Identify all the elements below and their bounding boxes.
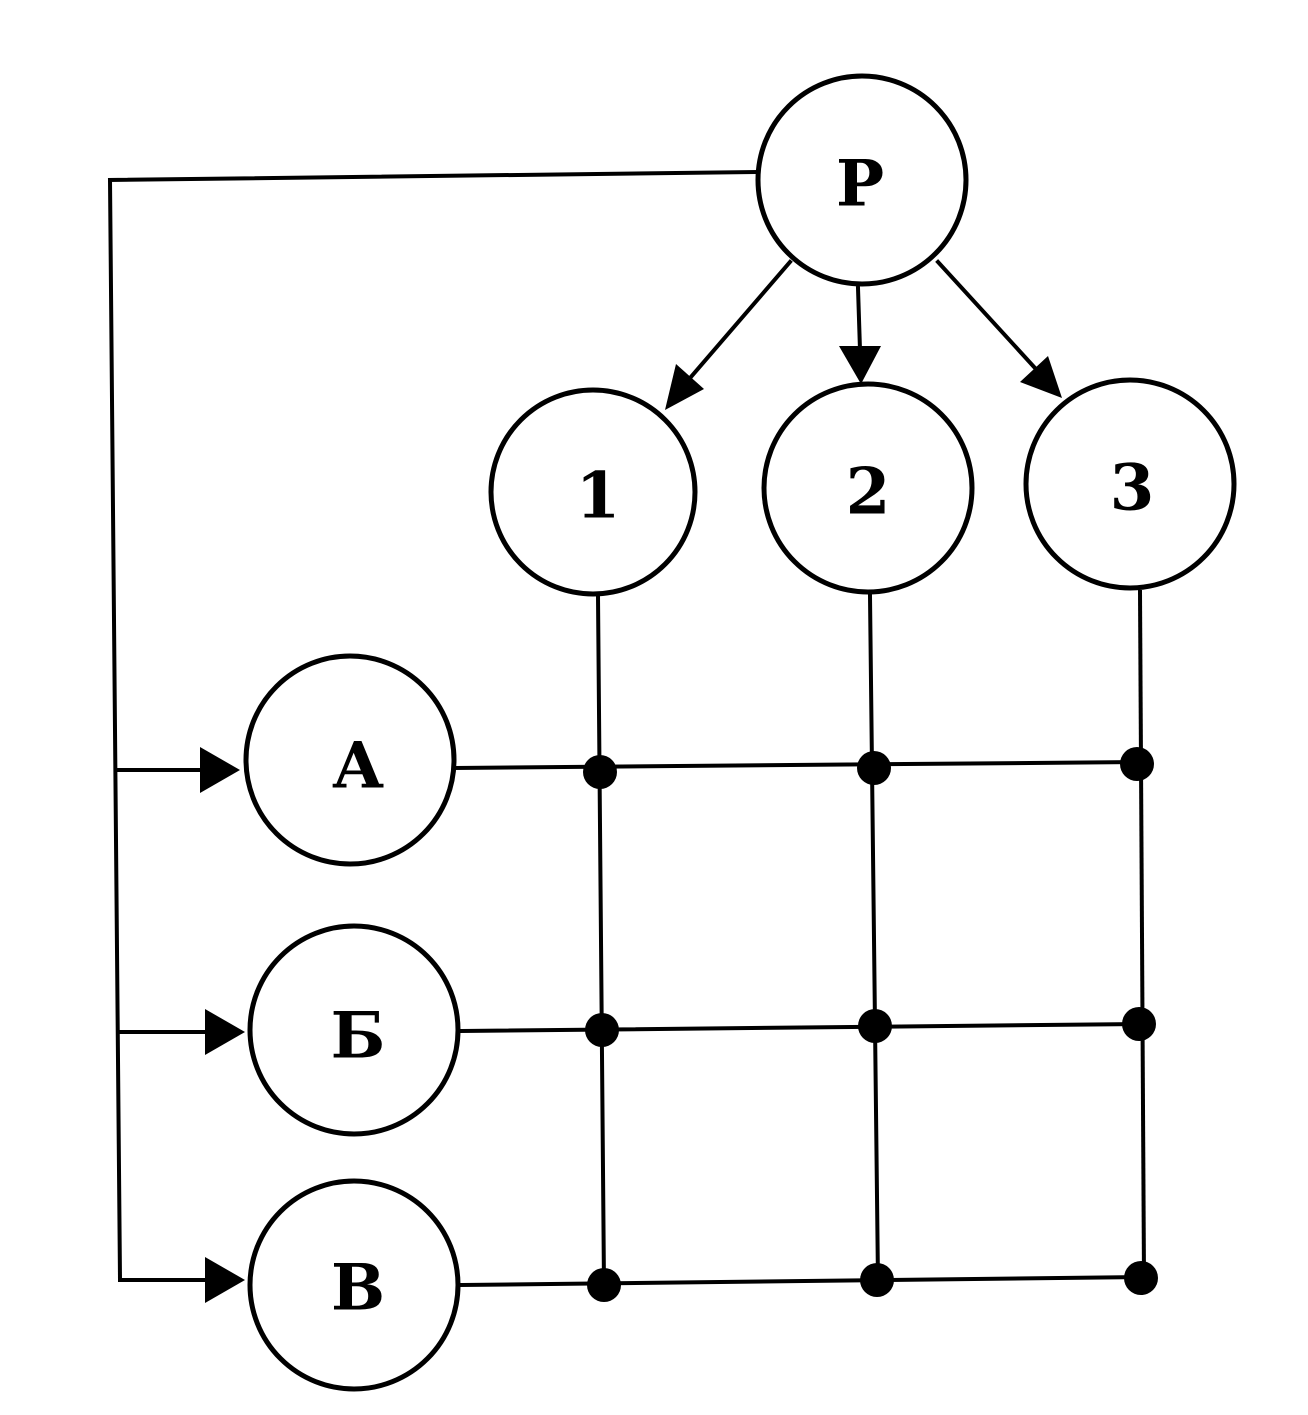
node-a: А [243, 653, 457, 867]
junction-b-3 [1122, 1007, 1156, 1041]
column-line-2 [867, 593, 881, 1285]
arrow-into-3 [1020, 356, 1062, 398]
node-p: Р [755, 73, 969, 287]
node-p-label: Р [836, 147, 884, 222]
column-line-1 [595, 593, 607, 1288]
node-a-circle [243, 653, 457, 867]
node-b-circle [247, 923, 461, 1137]
edge-p-to-1 [687, 259, 793, 381]
arrow-into-v [205, 1257, 245, 1303]
arrow-into-1 [665, 364, 704, 410]
node-1-label: 1 [576, 459, 621, 534]
node-3: 3 [1023, 377, 1237, 591]
junction-v-3 [1124, 1261, 1158, 1295]
junction-v-2 [860, 1263, 894, 1297]
row-line-b [459, 1021, 1143, 1034]
node-2: 2 [761, 381, 975, 595]
junction-v-1 [587, 1268, 621, 1302]
node-b: Б [247, 923, 461, 1137]
row-line-a [452, 759, 1141, 771]
matrix-junctions [583, 747, 1158, 1302]
edge-left-bus-vertical [107, 177, 123, 1283]
p-to-columns-arrows [665, 259, 1062, 410]
node-3-circle [1023, 377, 1237, 591]
left-feedback-bus [107, 169, 759, 1303]
node-v-label: В [331, 1251, 385, 1326]
arrow-into-b [205, 1009, 245, 1055]
junction-a-2 [857, 751, 891, 785]
edge-p-to-3 [935, 259, 1038, 371]
node-2-label: 2 [846, 455, 891, 530]
node-v: В [247, 1178, 461, 1392]
junction-b-1 [585, 1013, 619, 1047]
node-2-circle [761, 381, 975, 595]
node-3-label: 3 [1110, 451, 1155, 526]
arrow-into-2 [839, 346, 881, 384]
node-1-circle [488, 387, 698, 597]
node-a-label: А [332, 729, 384, 804]
junction-a-1 [583, 755, 617, 789]
matrix-columns [595, 589, 1147, 1288]
node-1: 1 [488, 387, 698, 597]
junction-b-2 [858, 1009, 892, 1043]
node-p-circle [755, 73, 969, 287]
node-b-label: Б [331, 999, 386, 1074]
edge-p-to-2 [855, 285, 863, 353]
arrow-into-a [200, 747, 240, 793]
matrix-rows [452, 759, 1145, 1288]
column-line-3 [1137, 589, 1147, 1281]
junction-a-3 [1120, 747, 1154, 781]
row-line-v [459, 1274, 1145, 1288]
node-v-circle [247, 1178, 461, 1392]
edge-p-to-left-bus [107, 169, 759, 183]
